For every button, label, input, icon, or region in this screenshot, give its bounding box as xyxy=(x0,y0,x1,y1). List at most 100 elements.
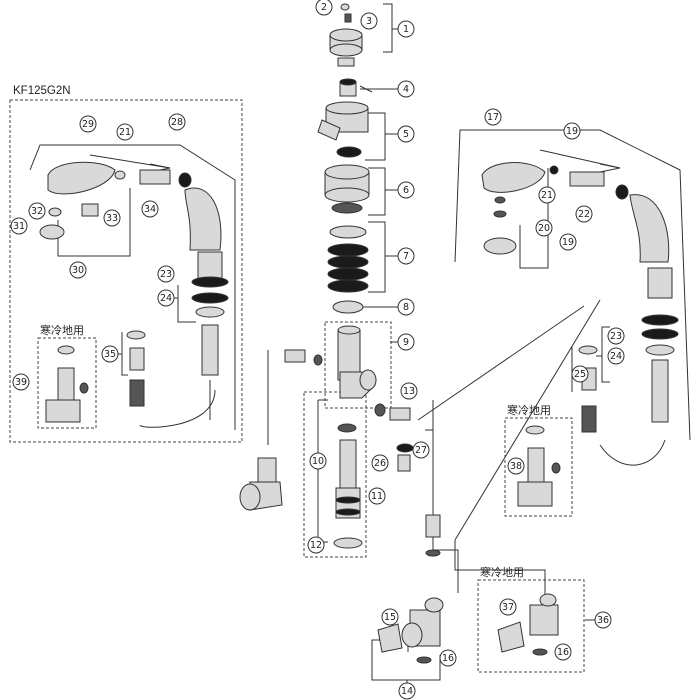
callout-5: 5 xyxy=(397,125,415,143)
lever-handle xyxy=(317,78,373,158)
cold-region-label-left: 寒冷地用 xyxy=(40,323,84,337)
callout-circle xyxy=(535,219,553,237)
callout-number: 21 xyxy=(541,190,553,201)
callout-circle xyxy=(381,608,399,626)
callout-circle xyxy=(116,123,134,141)
callout-24: 24 xyxy=(607,347,625,365)
stop-valve-assembly xyxy=(377,597,444,664)
callout-number: 27 xyxy=(415,445,427,456)
callout-number: 8 xyxy=(403,302,409,313)
callout-circle xyxy=(157,265,175,283)
callout-number: 4 xyxy=(403,84,409,95)
callout-7: 7 xyxy=(397,247,415,265)
callout-10: 10 xyxy=(309,452,327,470)
callout-number: 37 xyxy=(502,602,514,613)
callout-3: 3 xyxy=(360,12,378,30)
callout-number: 23 xyxy=(160,269,172,280)
callout-circle xyxy=(507,457,525,475)
callout-number: 14 xyxy=(401,686,413,697)
callout-32: 32 xyxy=(28,202,46,220)
callout-number: 36 xyxy=(597,615,609,626)
right-cold-region-parts xyxy=(517,345,598,507)
callout-circle xyxy=(397,247,415,265)
callout-number: 15 xyxy=(384,612,396,623)
callout-number: 9 xyxy=(403,337,409,348)
callout-20: 20 xyxy=(535,219,553,237)
callout-number: 7 xyxy=(403,251,409,262)
callout-circle xyxy=(594,611,612,629)
callout-number: 6 xyxy=(403,185,409,196)
callout-16: 16 xyxy=(554,643,572,661)
callout-23: 23 xyxy=(607,327,625,345)
callout-circle xyxy=(168,113,186,131)
callout-number: 25 xyxy=(574,369,586,380)
callout-39: 39 xyxy=(12,373,30,391)
callout-8: 8 xyxy=(397,298,415,316)
body-group-box xyxy=(324,321,392,409)
left-spout-hose xyxy=(184,187,229,376)
callout-circle xyxy=(309,452,327,470)
callout-number: 11 xyxy=(371,491,383,502)
callout-circle xyxy=(559,233,577,251)
callout-2: 2 xyxy=(315,0,333,16)
cold-region-box-right xyxy=(504,417,573,517)
cold-region-stop-valve xyxy=(497,593,559,656)
callout-number: 20 xyxy=(538,223,550,234)
callout-number: 3 xyxy=(366,16,372,27)
callout-29: 29 xyxy=(79,115,97,133)
callout-circle xyxy=(563,122,581,140)
callout-number: 19 xyxy=(566,126,578,137)
callout-number: 30 xyxy=(72,265,84,276)
cover-assembly xyxy=(324,164,370,214)
cold-region-label-bottom: 寒冷地用 xyxy=(480,565,524,579)
callout-36: 36 xyxy=(594,611,612,629)
callout-number: 31 xyxy=(13,221,25,232)
callout-4: 4 xyxy=(397,80,415,98)
cartridge xyxy=(333,423,363,549)
callout-circle xyxy=(79,115,97,133)
callout-circle xyxy=(499,598,517,616)
right-supply-parts xyxy=(374,403,441,557)
callout-number: 2 xyxy=(321,2,327,13)
callout-27: 27 xyxy=(412,441,430,459)
callout-6: 6 xyxy=(397,181,415,199)
callout-1: 1 xyxy=(397,20,415,38)
model-label: KF125G2N xyxy=(13,85,71,97)
callouts: 1234567891011121314151616171919202121222… xyxy=(10,0,625,700)
callout-number: 34 xyxy=(144,204,156,215)
callout-circle xyxy=(400,382,418,400)
callout-number: 5 xyxy=(403,129,409,140)
callout-circle xyxy=(28,202,46,220)
callout-circle xyxy=(439,649,457,667)
callout-circle xyxy=(397,181,415,199)
cartridge-group-box xyxy=(303,391,367,558)
callout-number: 23 xyxy=(610,331,622,342)
callout-16: 16 xyxy=(439,649,457,667)
callout-38: 38 xyxy=(507,457,525,475)
left-shower-head xyxy=(39,161,192,240)
callout-25: 25 xyxy=(571,365,589,383)
callout-number: 19 xyxy=(562,237,574,248)
callout-circle xyxy=(571,365,589,383)
callout-circle xyxy=(307,536,325,554)
hose-route-left xyxy=(29,144,236,430)
callout-number: 26 xyxy=(374,458,386,469)
cold-region-box-bottom xyxy=(477,579,585,673)
callout-33: 33 xyxy=(103,209,121,227)
callout-circle xyxy=(398,682,416,700)
callout-21: 21 xyxy=(538,186,556,204)
callout-17: 17 xyxy=(484,108,502,126)
valve-body xyxy=(337,325,377,399)
callout-number: 33 xyxy=(106,213,118,224)
callout-19: 19 xyxy=(559,233,577,251)
callout-number: 22 xyxy=(578,209,590,220)
callout-number: 24 xyxy=(610,351,622,362)
cold-region-box-left xyxy=(37,337,97,429)
callout-circle xyxy=(157,289,175,307)
callout-circle xyxy=(360,12,378,30)
callout-12: 12 xyxy=(307,536,325,554)
right-spout-hose xyxy=(629,194,679,423)
callout-number: 17 xyxy=(487,112,499,123)
